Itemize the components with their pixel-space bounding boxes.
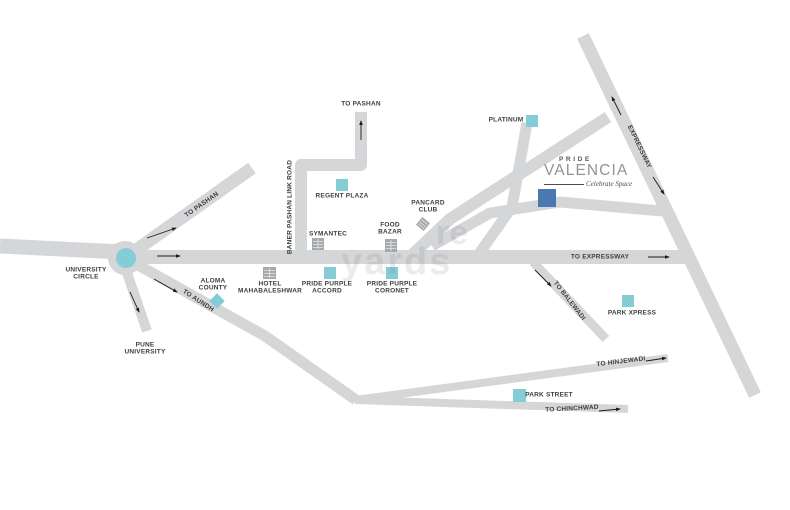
road-to-pashan-west [132, 162, 256, 256]
arrow-icon-expressway-down [652, 176, 665, 195]
road-to-aundh [133, 259, 360, 405]
road-project-access [429, 196, 663, 251]
building-icon-hotel-mahabaleshwar [263, 267, 276, 279]
label-pride-purple-coronet: PRIDE PURPLE CORONET [366, 280, 418, 295]
marker-park-street [513, 389, 526, 402]
marker-park-xpress [622, 295, 634, 307]
roundabout-university-circle [116, 248, 136, 268]
arrow-icon-expressway-up [611, 96, 622, 116]
logo-brand-small: PRIDE [559, 156, 592, 163]
logo-tagline-row: Celebrate Space [544, 180, 640, 188]
arrow-icon-to-aundh [153, 278, 178, 293]
road-pune-university [121, 268, 152, 333]
label-park-street: PARK STREET [525, 391, 573, 399]
logo-tagline: Celebrate Space [586, 180, 633, 188]
building-icon-food-bazar [385, 239, 397, 252]
building-icon-pancard-club [415, 216, 431, 232]
road-to-hinjewadi [354, 354, 669, 404]
road-to-balewadi [529, 258, 610, 343]
logo-project-name: VALENCIA [544, 162, 629, 179]
label-road-to-expressway: TO EXPRESSWAY [570, 253, 630, 261]
road-west [0, 238, 123, 260]
arrow-icon-to-balewadi [534, 269, 552, 287]
project-marker-pride-valencia [538, 189, 556, 207]
arrow-icon-to-hinjewadi [645, 356, 667, 362]
building-icon-symantec [312, 238, 324, 250]
watermark-fragment-top: re [436, 214, 469, 252]
label-platinum: PLATINUM [488, 116, 524, 124]
marker-aloma-county [209, 293, 225, 309]
marker-pride-purple-accord [324, 267, 336, 279]
label-regent-plaza: REGENT PLAZA [315, 192, 369, 200]
label-pune-university: PUNE UNIVERSITY [124, 341, 166, 356]
label-aloma-county: ALOMA COUNTY [198, 277, 228, 292]
label-road-baner-pashan-link: BANER PASHAN LINK ROAD [286, 159, 294, 255]
label-pancard-club: PANCARD CLUB [411, 199, 445, 214]
arrow-icon-to-chinchwad [598, 407, 621, 412]
marker-regent-plaza [336, 179, 348, 191]
arrow-icon-pune-university [129, 291, 140, 313]
logo-rule [544, 183, 584, 185]
label-pride-purple-accord: PRIDE PURPLE ACCORD [301, 280, 353, 295]
road-to-chinchwad [354, 396, 629, 413]
label-university-circle: UNIVERSITY CIRCLE [65, 266, 107, 281]
marker-pride-purple-coronet [386, 267, 398, 279]
label-symantec: SYMANTEC [308, 230, 348, 238]
marker-platinum [526, 115, 538, 127]
project-logo-pride-valencia: PRIDE VALENCIA Celebrate Space [544, 156, 640, 188]
label-hotel-mahabaleshwar: HOTEL MAHABALESHWAR [238, 280, 302, 295]
label-road-to-pashan-north: TO PASHAN [341, 100, 381, 108]
arrow-icon-to-pashan-west [146, 227, 177, 239]
watermark-fragment-bottom: yards [341, 241, 453, 283]
label-food-bazar: FOOD BAZAR [378, 221, 402, 236]
label-park-xpress: PARK XPRESS [607, 309, 657, 317]
road-pancard-to-expressway-upper [405, 111, 612, 262]
road-expressway [577, 33, 761, 398]
